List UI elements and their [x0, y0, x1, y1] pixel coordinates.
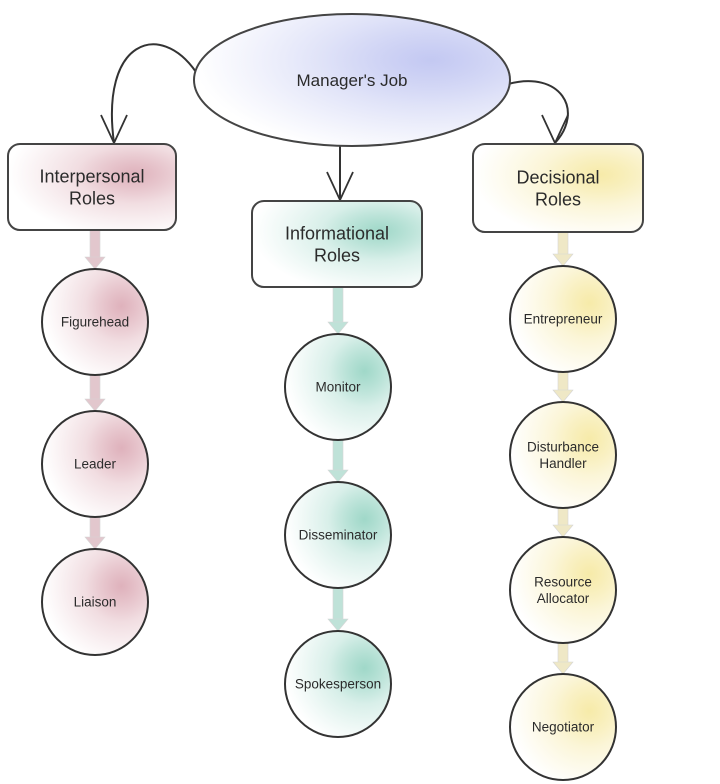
role-label: Liaison	[74, 595, 117, 610]
role-circle	[509, 673, 617, 781]
role-label: Entrepreneur	[524, 312, 603, 327]
connectors	[84, 43, 574, 675]
connector-informational-1-arrowhead-icon	[327, 469, 349, 483]
role-circle	[509, 265, 617, 373]
role-circle	[509, 536, 617, 644]
root-ellipse	[193, 13, 511, 147]
root-node: Manager's Job	[193, 13, 511, 147]
branch-label: Roles	[314, 245, 360, 265]
connector-informational-header	[332, 286, 344, 325]
connector-interpersonal-2	[89, 516, 101, 540]
role-circle	[41, 410, 149, 518]
connector-informational-1	[332, 439, 344, 473]
role-node-informational: Spokesperson	[284, 630, 392, 738]
root-label: Manager's Job	[297, 71, 408, 90]
connector-decisional-header	[557, 231, 569, 257]
role-label: Monitor	[315, 380, 361, 395]
connector-informational-header-arrowhead-icon	[327, 321, 349, 335]
connector-decisional-2	[557, 507, 569, 528]
connector-interpersonal-header	[89, 229, 101, 260]
role-node-interpersonal: Figurehead	[41, 268, 149, 376]
nodes: Manager's JobInterpersonalRolesFigurehea…	[7, 13, 644, 781]
connector-decisional-header-arrowhead-icon	[552, 253, 574, 267]
connector-root-decisional	[507, 80, 569, 144]
branch-label: Interpersonal	[39, 166, 144, 186]
role-label: Disturbance	[527, 439, 599, 454]
role-label: Allocator	[537, 591, 590, 606]
branch-label: Informational	[285, 223, 389, 243]
connector-root-interpersonal	[111, 43, 197, 144]
connector-interpersonal-2-arrowhead-icon	[84, 536, 106, 550]
role-label: Leader	[74, 457, 117, 472]
role-node-informational: Disseminator	[284, 481, 392, 589]
role-circle	[41, 268, 149, 376]
branch-box	[7, 143, 177, 231]
connector-interpersonal-header-arrowhead-icon	[84, 256, 106, 270]
connector-decisional-2-arrowhead-icon	[552, 524, 574, 538]
branch-label: Roles	[69, 188, 115, 208]
role-node-decisional: Negotiator	[509, 673, 617, 781]
connector-interpersonal-1-arrowhead-icon	[84, 398, 106, 412]
connector-interpersonal-1	[89, 374, 101, 402]
role-node-informational: Monitor	[284, 333, 392, 441]
connector-decisional-3	[557, 642, 569, 665]
connector-decisional-1-arrowhead-icon	[552, 389, 574, 403]
branch-box	[472, 143, 644, 233]
role-label: Spokesperson	[295, 677, 381, 692]
role-circle	[509, 401, 617, 509]
branch-label: Roles	[535, 189, 581, 209]
role-node-interpersonal: Liaison	[41, 548, 149, 656]
connector-decisional-1	[557, 371, 569, 393]
connector-decisional-3-arrowhead-icon	[552, 661, 574, 675]
role-node-decisional: Entrepreneur	[509, 265, 617, 373]
role-circle	[284, 333, 392, 441]
role-label: Negotiator	[532, 720, 595, 735]
role-node-interpersonal: Leader	[41, 410, 149, 518]
role-label: Figurehead	[61, 315, 129, 330]
role-circle	[284, 630, 392, 738]
role-label: Disseminator	[299, 528, 378, 543]
role-label: Handler	[539, 456, 587, 471]
branch-label: Decisional	[516, 167, 599, 187]
branch-box	[251, 200, 423, 288]
connector-informational-2-arrowhead-icon	[327, 618, 349, 632]
role-circle	[284, 481, 392, 589]
role-circle	[41, 548, 149, 656]
connector-informational-2	[332, 587, 344, 622]
role-label: Resource	[534, 574, 592, 589]
